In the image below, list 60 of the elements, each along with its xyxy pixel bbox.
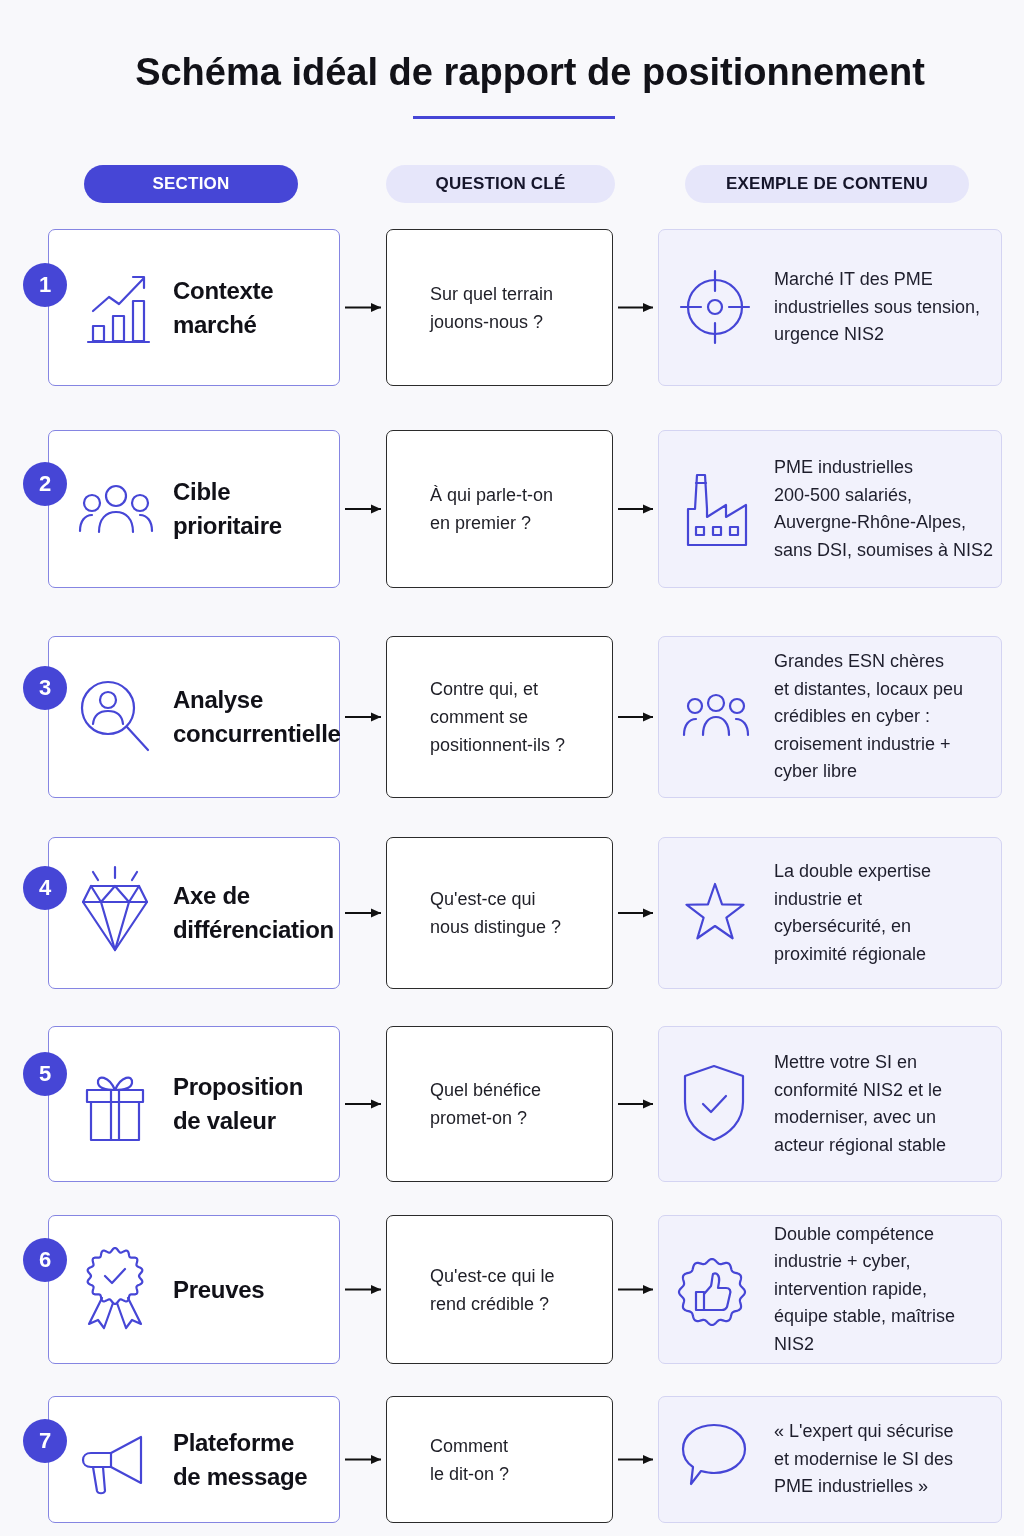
step-number: 5 (23, 1052, 67, 1096)
question-card (386, 430, 613, 588)
question-card (386, 1026, 613, 1182)
section-title: Cible prioritaire (173, 477, 282, 541)
arrow (617, 1099, 654, 1109)
question-card (386, 636, 613, 798)
arrow (617, 504, 654, 514)
section-title: Preuves (173, 1274, 265, 1305)
step-number: 4 (23, 866, 67, 910)
arrow (344, 712, 382, 722)
question-card (386, 837, 613, 989)
section-title: Proposition de valeur (173, 1072, 304, 1136)
question-text: À qui parle-t-on en premier ? (430, 484, 554, 535)
arrow (617, 1455, 654, 1464)
arrow (344, 1455, 382, 1464)
step-number: 7 (23, 1419, 67, 1463)
example-text: La double expertise industrie et cybersécurité, en proximité régionale (774, 860, 932, 966)
arrow (344, 1099, 382, 1109)
section-title: Contexte marché (173, 275, 274, 340)
question-text: Qu'est-ce qui nous distingue ? (430, 888, 562, 939)
example-text: PME industrielles 200-500 salariés, Auvergne-Rhône-Alpes, sans DSI, soumises à NIS2 (774, 456, 994, 562)
arrow (344, 1285, 382, 1294)
column-header: EXEMPLE DE CONTENU (685, 165, 969, 203)
example-card (658, 636, 1002, 798)
example-card (658, 1396, 1002, 1523)
section-title: Plateforme de message (173, 1427, 308, 1492)
example-card (658, 229, 1002, 386)
question-text: Qu'est-ce qui le rend crédible ? (430, 1264, 555, 1316)
example-card (658, 837, 1002, 989)
example-card (658, 1215, 1002, 1364)
step-number: 1 (23, 263, 67, 307)
example-text: Mettre votre SI en conformité NIS2 et le moderniser, avec un acteur régional stable (774, 1051, 947, 1157)
arrow (617, 712, 654, 722)
question-text: Sur quel terrain jouons-nous ? (430, 282, 554, 334)
arrow (617, 908, 654, 918)
arrow (617, 1285, 654, 1294)
section-title: Axe de différenciation (173, 881, 334, 945)
column-header: SECTION (84, 165, 298, 203)
question-text: Contre qui, et comment se positionnent-ils ? (430, 678, 566, 757)
question-card (386, 229, 613, 386)
step-number: 3 (23, 666, 67, 710)
arrow (344, 908, 382, 918)
question-text: Quel bénéfice promet-on ? (430, 1079, 542, 1130)
question-card (386, 1396, 613, 1523)
title: Schéma idéal de rapport de positionnement (135, 50, 925, 95)
example-card (658, 1026, 1002, 1182)
arrow (344, 303, 382, 312)
example-text: Grandes ESN chères et distantes, locaux peu crédibles en cyber : croisement industrie + cyber libre (774, 650, 964, 784)
question-text: Comment le dit-on ? (430, 1434, 510, 1486)
example-card (658, 430, 1002, 588)
step-number: 6 (23, 1238, 67, 1282)
arrow (617, 303, 654, 312)
column-header: QUESTION CLÉ (386, 165, 615, 203)
example-text: Double compétence industrie + cyber, intervention rapide, équipe stable, maîtrise NIS2 (774, 1222, 956, 1356)
question-card (386, 1215, 613, 1364)
example-text: Marché IT des PME industrielles sous tension, urgence NIS2 (774, 268, 981, 347)
arrow (344, 504, 382, 514)
example-text: « L'expert qui sécurise et modernise le SI des PME industrielles » (774, 1420, 954, 1499)
section-title: Analyse concurrentielle (173, 685, 341, 749)
step-number: 2 (23, 462, 67, 506)
